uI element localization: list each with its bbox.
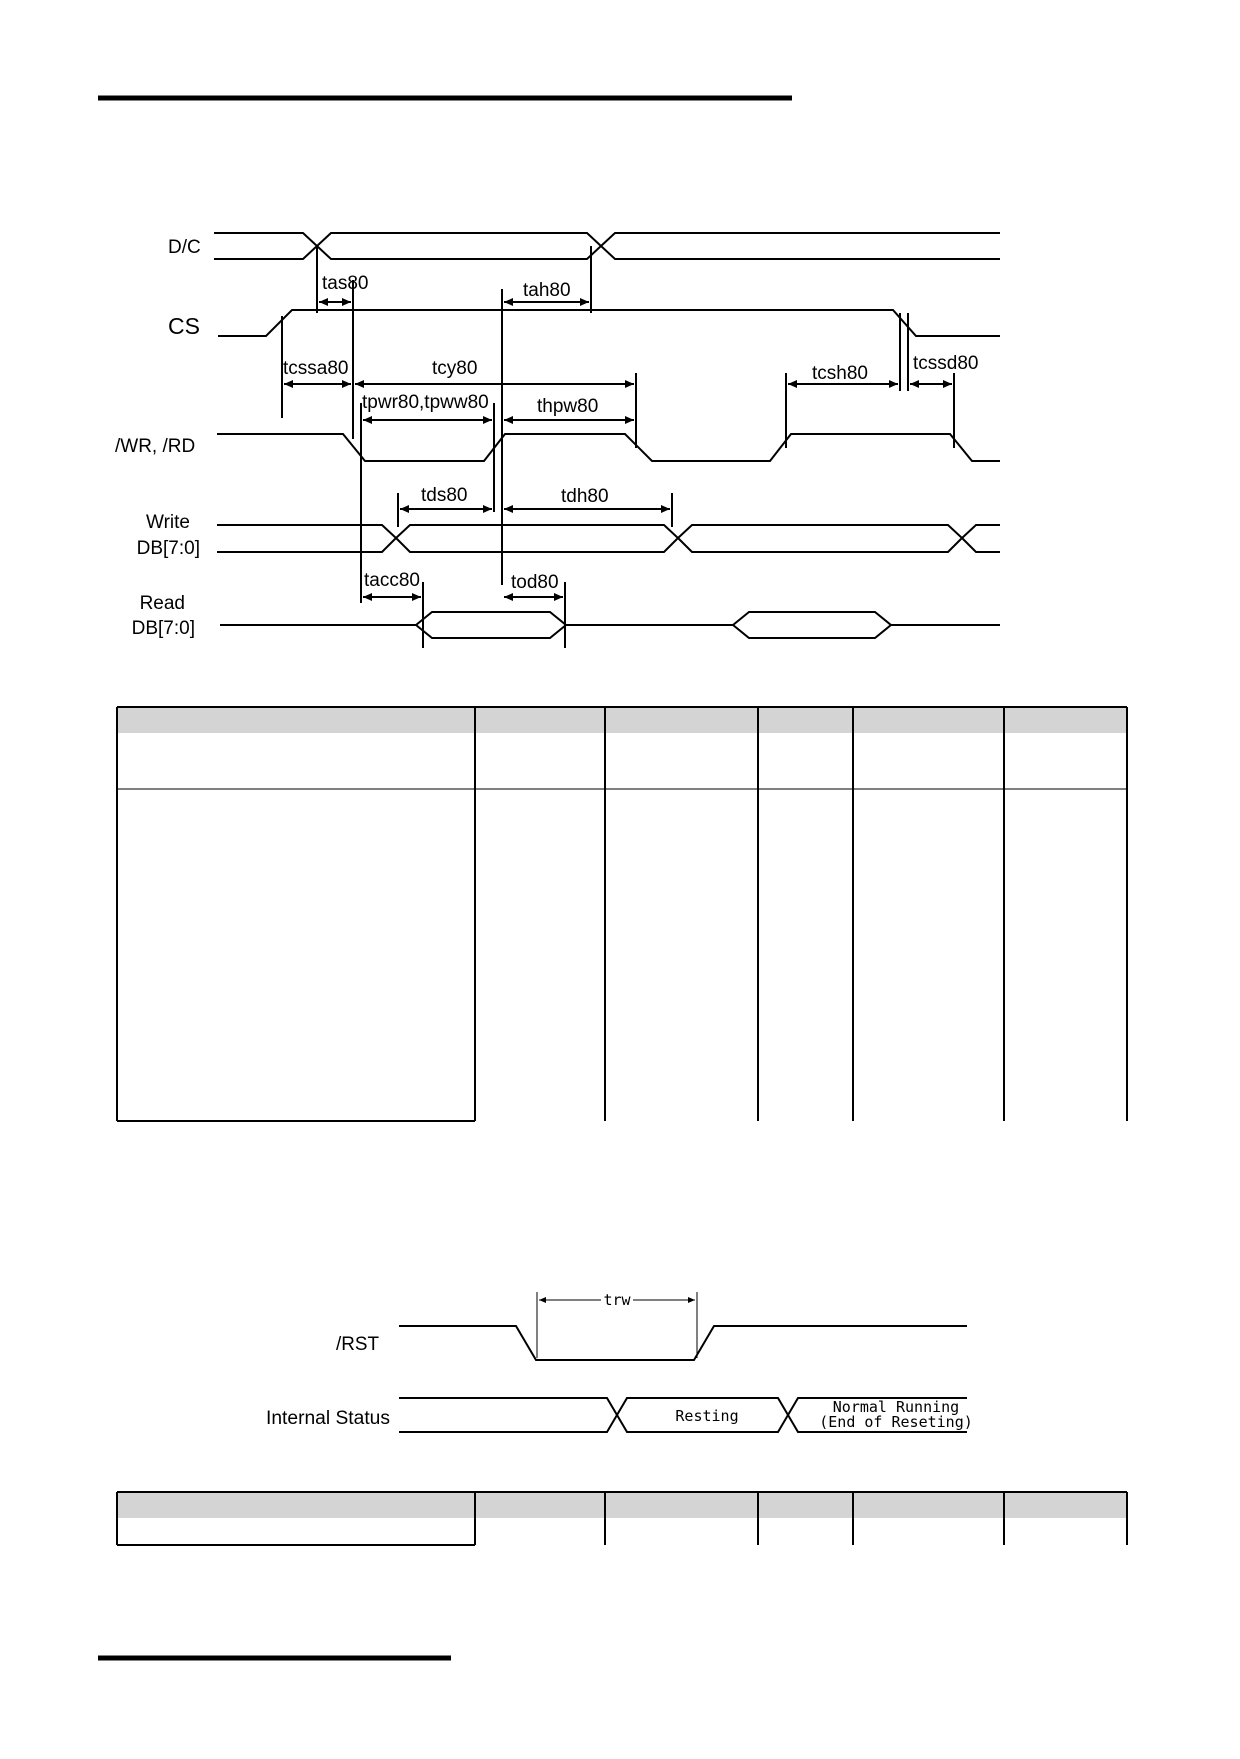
param-thpw80: thpw80 (537, 396, 598, 417)
timing-reference-lines (281, 246, 955, 648)
signal-label-write: Write (146, 512, 190, 533)
internal-status-waveform (399, 1397, 967, 1433)
param-tcsh80: tcsh80 (812, 363, 868, 384)
param-tpwr80-tpww80: tpwr80,tpww80 (362, 392, 489, 413)
signal-label-internal-status: Internal Status (266, 1408, 390, 1429)
write-db-waveform (217, 524, 1000, 553)
timing-table-80 (116, 706, 1128, 1122)
param-tds80: tds80 (421, 485, 467, 506)
table-header-row (117, 707, 1127, 733)
param-tacc80: tacc80 (364, 570, 420, 591)
state-normal-running: Normal Running (833, 1398, 959, 1416)
wr-rd-waveform (217, 433, 1000, 462)
signal-label-write-db: DB[7:0] (137, 538, 200, 559)
timing-arrows (284, 298, 952, 601)
state-resting: Resting (675, 1407, 738, 1425)
dc-waveform (214, 232, 1000, 260)
signal-label-dc: D/C (168, 237, 201, 258)
signal-label-read: Read (140, 593, 185, 614)
param-trw: trw (603, 1291, 631, 1309)
param-tcssa80: tcssa80 (283, 358, 348, 379)
timing-diagram-80: D/C CS /WR, /RD Write DB[7:0] Read DB[7:… (115, 232, 1000, 648)
param-tcssd80: tcssd80 (913, 353, 978, 374)
param-tdh80: tdh80 (561, 486, 609, 507)
param-tcy80: tcy80 (432, 358, 477, 379)
param-tas80: tas80 (322, 273, 368, 294)
param-tod80: tod80 (511, 572, 559, 593)
reset-table-header-row (117, 1492, 1127, 1518)
rst-waveform (399, 1325, 967, 1361)
signal-label-wr-rd: /WR, /RD (115, 436, 195, 457)
reset-timing-table (116, 1491, 1128, 1546)
signal-label-read-db: DB[7:0] (132, 618, 195, 639)
signal-label-rst: /RST (336, 1334, 379, 1355)
cs-waveform (218, 309, 1000, 337)
reset-timing-diagram: /RST Internal Status trw Resting Normal … (266, 1291, 973, 1433)
read-db-waveform (220, 611, 1000, 639)
state-end-of-reseting: (End of Reseting) (819, 1413, 973, 1431)
signal-label-cs: CS (168, 313, 200, 339)
param-tah80: tah80 (523, 280, 571, 301)
